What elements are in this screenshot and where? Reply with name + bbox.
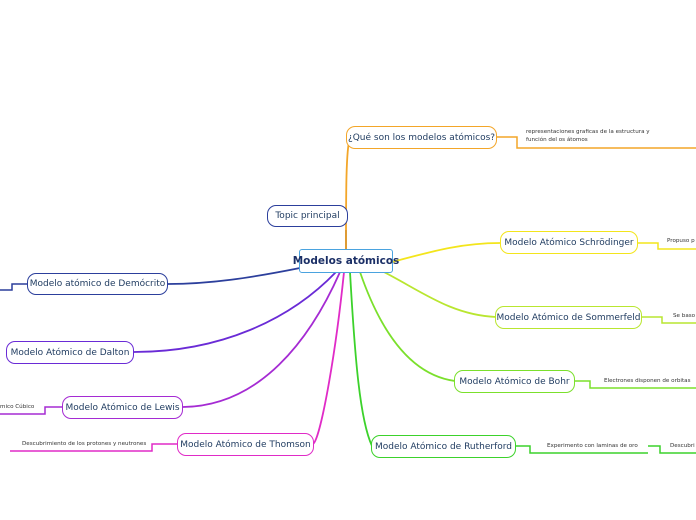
connector-rutherford-leaf: [516, 445, 648, 454]
dalton-label: Modelo Atómico de Dalton: [10, 347, 130, 358]
connector-lewis: [182, 271, 341, 408]
lewis-label: Modelo Atómico de Lewis: [65, 402, 180, 413]
connector-democrito-leaf: [0, 283, 27, 291]
connector-lewis-leaf: [0, 406, 62, 415]
connector-thomson-leaf: [10, 443, 177, 452]
connector-dalton: [133, 271, 337, 353]
connector-schrodinger-leaf: [638, 242, 696, 250]
connector-rutherford-leaf2: [648, 445, 696, 454]
rutherford-leaf-text: Experimento con laminas de oro: [547, 443, 638, 449]
sommerfeld-leaf[interactable]: Se baso: [673, 312, 695, 320]
democrito-node[interactable]: Modelo atómico de Demócrito: [27, 273, 168, 295]
connector-bohr: [359, 271, 456, 382]
thomson-label: Modelo Atómico de Thomson: [180, 439, 311, 450]
connector-democrito: [167, 267, 301, 285]
thomson-node[interactable]: Modelo Atómico de Thomson: [177, 433, 314, 456]
sommerfeld-leaf-text: Se baso: [673, 313, 696, 319]
bohr-leaf[interactable]: Electrones disponen de orbitas: [604, 377, 691, 385]
democrito-label: Modelo atómico de Demócrito: [29, 279, 166, 289]
central-topic-label: Modelos atómicos: [292, 255, 400, 267]
schrodinger-leaf-text: Propuso p: [667, 238, 695, 244]
schrodinger-label: Modelo Atómico Schrödinger: [504, 237, 634, 248]
schrodinger-node[interactable]: Modelo Atómico Schrödinger: [500, 231, 638, 254]
connector-schrodinger: [391, 242, 501, 263]
rutherford-leaf-2[interactable]: Descubri: [670, 442, 695, 450]
rutherford-node[interactable]: Modelo Atómico de Rutherford: [371, 435, 516, 458]
lewis-node[interactable]: Modelo Atómico de Lewis: [62, 396, 183, 419]
connector-thomson: [312, 271, 345, 445]
rutherford-leaf[interactable]: Experimento con laminas de oro: [547, 442, 638, 450]
central-topic-node[interactable]: Modelos atómicos: [293, 249, 399, 273]
bohr-label: Modelo Atómico de Bohr: [459, 376, 570, 387]
que-son-node[interactable]: ¿Qué son los modelos atómicos?: [346, 126, 497, 149]
bohr-leaf-text: Electrones disponen de orbitas: [604, 378, 691, 384]
topic-principal-label: Topic principal: [275, 211, 340, 221]
dalton-node[interactable]: Modelo Atómico de Dalton: [6, 341, 134, 364]
rutherford-label: Modelo Atómico de Rutherford: [374, 441, 513, 452]
connector-bohr-leaf: [575, 380, 696, 389]
connector-sommerfeld-leaf: [642, 316, 696, 324]
lewis-leaf-text: mico Cúbico: [0, 404, 35, 410]
rutherford-leaf-2-text: Descubri: [670, 443, 695, 449]
connector-rutherford: [349, 271, 373, 447]
que-son-leaf-text: representaciones graficas de la estructu…: [526, 129, 650, 143]
lewis-leaf[interactable]: mico Cúbico: [0, 403, 34, 411]
bohr-node[interactable]: Modelo Atómico de Bohr: [454, 370, 575, 393]
que-son-label: ¿Qué son los modelos atómicos?: [347, 132, 496, 143]
connector-que-son: [345, 136, 351, 251]
sommerfeld-label: Modelo Atómico de Sommerfeld: [496, 312, 641, 323]
topic-principal-node[interactable]: Topic principal: [267, 205, 348, 227]
thomson-leaf[interactable]: Descubrimiento de los protones y neutron…: [22, 440, 146, 448]
connector-que-son-leaf: [497, 136, 696, 149]
schrodinger-leaf[interactable]: Propuso p: [667, 237, 695, 245]
connector-sommerfeld: [379, 269, 497, 318]
que-son-leaf[interactable]: representaciones graficas de la estructu…: [526, 128, 656, 144]
thomson-leaf-text: Descubrimiento de los protones y neutron…: [22, 441, 147, 447]
sommerfeld-node[interactable]: Modelo Atómico de Sommerfeld: [495, 306, 642, 329]
